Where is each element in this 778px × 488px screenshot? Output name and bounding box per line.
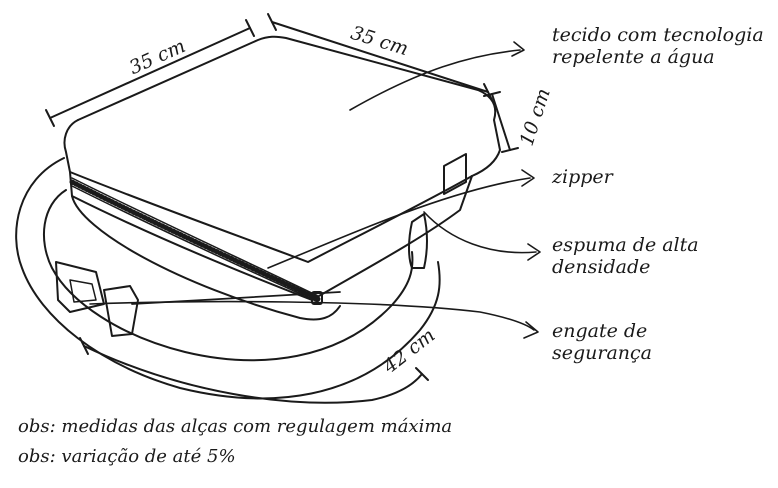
leader-fabric-arrow xyxy=(511,41,525,57)
leader-foam-arrow xyxy=(527,243,541,261)
dim-height-line xyxy=(491,93,511,151)
cushion-top-front xyxy=(63,119,473,263)
zipper-pull xyxy=(311,291,323,305)
zipper-teeth xyxy=(69,179,321,302)
dim-strap-line xyxy=(83,345,423,404)
note-1-prefix: obs: xyxy=(18,416,56,437)
zipper-track xyxy=(71,177,319,297)
callout-foam-line-2: densidade xyxy=(552,256,651,279)
note-1-text: medidas das alças com regulagem máxima xyxy=(61,416,453,437)
leader-buckle-arrow xyxy=(523,321,539,339)
dim-top-left-line xyxy=(49,27,251,119)
leader-zipper-arrow xyxy=(521,169,535,187)
buckle-inner xyxy=(69,279,97,303)
callout-buckle-line-1: engate de xyxy=(552,320,648,342)
dim-strap-tick-b xyxy=(415,367,429,381)
callout-fabric-line-1: tecido com tecnologia xyxy=(552,24,764,46)
dim-top-left-tick-b xyxy=(245,19,255,37)
leader-buckle xyxy=(89,300,535,331)
dim-top-right-tick-a xyxy=(267,13,277,31)
buckle-female xyxy=(55,261,105,313)
leader-fabric xyxy=(349,49,521,111)
dim-height-tick-b xyxy=(501,147,519,153)
note-2-prefix: obs: xyxy=(18,446,56,467)
leader-foam xyxy=(423,211,537,254)
callout-buckle: engate de segurança xyxy=(552,320,652,365)
callout-foam-line-1: espuma de alta xyxy=(552,234,699,256)
callout-fabric: tecido com tecnologia repelente a água xyxy=(552,24,764,69)
strap-tab xyxy=(408,213,428,269)
dim-top-right-line xyxy=(271,21,489,93)
dim-height-tick-a xyxy=(483,91,501,97)
callout-zipper: zipper xyxy=(552,166,613,188)
buckle-male xyxy=(103,285,139,337)
cushion-side xyxy=(69,171,473,301)
strap-anchor xyxy=(443,153,467,195)
zipper-track-2 xyxy=(71,185,319,303)
dim-top-right-tick-b xyxy=(483,83,493,101)
note-1: obs: medidas das alças com regulagem máx… xyxy=(18,416,452,437)
note-2: obs: variação de até 5% xyxy=(18,446,236,467)
leader-zipper xyxy=(267,177,531,269)
dim-strap-tick-a xyxy=(79,337,89,355)
strap-outer xyxy=(15,157,441,400)
callout-buckle-line-2: segurança xyxy=(552,342,653,365)
callout-foam: espuma de alta densidade xyxy=(552,234,699,279)
cushion-bottom-curve xyxy=(71,195,341,321)
dim-top-left-tick-a xyxy=(45,109,55,127)
callout-fabric-line-2: repelente a água xyxy=(552,46,715,69)
note-2-text: variação de até 5% xyxy=(61,446,236,467)
